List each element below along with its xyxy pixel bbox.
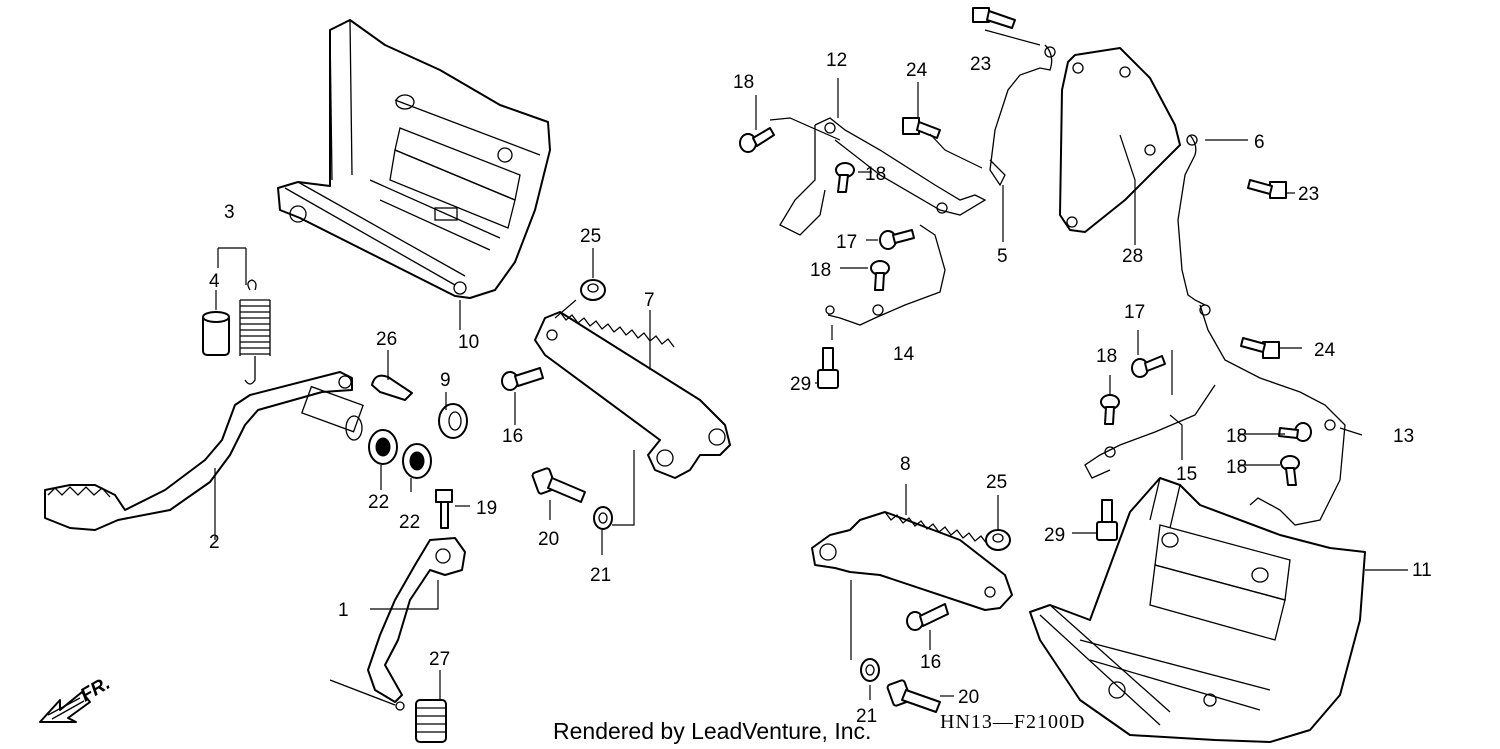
part-20-bolt-b (886, 679, 941, 713)
part-14-bracket (825, 224, 946, 326)
part-23-bolt-b (1247, 179, 1287, 199)
part-7-footpeg (534, 311, 731, 479)
callout-9: 9 (440, 370, 451, 391)
part-16-screw-b (906, 603, 949, 631)
callout-16a: 16 (502, 426, 523, 447)
part-20-bolt-a (531, 467, 586, 503)
callout-10: 10 (458, 332, 479, 353)
callout-22b: 22 (399, 512, 420, 533)
callout-12: 12 (826, 50, 847, 71)
part-18-screw-e (1278, 422, 1312, 442)
callout-28: 28 (1122, 246, 1143, 267)
part-11-guard (1029, 477, 1366, 743)
callout-16b: 16 (920, 652, 941, 673)
callout-18f: 18 (1226, 457, 1247, 478)
callout-24b: 24 (1314, 340, 1336, 361)
part-2-brake-pedal (44, 371, 364, 531)
diagram-code: HN13—F2100D (940, 711, 1085, 733)
part-25-nut-b (985, 529, 1011, 551)
callout-15: 15 (1176, 464, 1197, 485)
leader-lines (214, 29, 1408, 700)
part-16-screw-a (501, 367, 544, 391)
callout-17b: 17 (1124, 302, 1145, 323)
callout-21a: 21 (590, 565, 611, 586)
part-17-screw-a (879, 229, 915, 250)
part-26-pin (371, 374, 413, 401)
part-18-screw-f (1280, 455, 1300, 486)
part-29-bolt-b (1096, 499, 1118, 541)
part-18-screw-b (835, 162, 855, 193)
callout-4: 4 (209, 271, 220, 292)
callout-20a: 20 (538, 529, 559, 550)
callout-17a: 17 (836, 232, 857, 253)
part-24-bolt-a (902, 117, 941, 139)
callout-8: 8 (900, 454, 911, 475)
part-23-bolt-a (972, 7, 1016, 29)
callout-20b: 20 (958, 687, 979, 708)
callout-labels: 1 2 3 4 5 6 7 8 9 10 11 12 13 14 15 16 1… (209, 50, 1432, 727)
callout-2: 2 (209, 532, 220, 553)
callout-23b: 23 (1298, 184, 1319, 205)
callout-26: 26 (376, 329, 397, 350)
part-27-rubber (415, 699, 447, 743)
front-direction-arrow-icon (39, 691, 91, 723)
part-24-bolt-b (1240, 337, 1280, 359)
callout-14: 14 (893, 344, 915, 365)
part-9-washer (438, 403, 468, 439)
part-13-bracket (1199, 304, 1346, 526)
callout-27: 27 (429, 649, 450, 670)
part-18-screw-a (739, 127, 775, 153)
callout-7: 7 (644, 290, 655, 311)
part-8-footpeg (811, 511, 1013, 611)
callout-11: 11 (1412, 560, 1432, 581)
part-6-wire (1177, 134, 1211, 316)
part-12-bracket (779, 117, 987, 236)
callout-23a: 23 (970, 54, 991, 75)
callout-6: 6 (1254, 132, 1265, 153)
callout-29a: 29 (790, 374, 811, 395)
part-21-washer-a (593, 506, 613, 530)
callout-19: 19 (476, 498, 497, 519)
part-1-shift-lever (329, 537, 466, 711)
callout-24a: 24 (906, 60, 928, 81)
part-19-bolt (435, 489, 453, 529)
callout-3: 3 (224, 202, 235, 223)
part-28-plate (1059, 47, 1181, 233)
callout-29b: 29 (1044, 525, 1065, 546)
callout-18e: 18 (1226, 426, 1247, 447)
part-21-washer-b (860, 658, 880, 682)
part-10-guard (277, 19, 551, 299)
callout-18b: 18 (865, 164, 886, 185)
callout-25b: 25 (986, 472, 1007, 493)
part-29-bolt-a (817, 347, 839, 389)
callout-5: 5 (997, 246, 1008, 267)
callout-18c: 18 (810, 260, 831, 281)
callout-22a: 22 (368, 492, 389, 513)
callout-13: 13 (1393, 426, 1414, 447)
part-18-screw-c (870, 260, 890, 291)
part-22-seal-a (368, 429, 398, 465)
footer-credit: Rendered by LeadVenture, Inc. (553, 718, 871, 744)
callout-18d: 18 (1096, 346, 1117, 367)
part-17-screw-b (1131, 355, 1166, 378)
part-15-bracket (1084, 384, 1216, 479)
part-22-seal-b (402, 443, 432, 479)
callout-25a: 25 (580, 226, 601, 247)
part-4-collar (202, 311, 230, 356)
part-5-wire (989, 44, 1056, 187)
callout-1: 1 (338, 600, 349, 621)
callout-21b: 21 (856, 706, 877, 727)
part-18-screw-d (1100, 394, 1120, 425)
part-3-spring (239, 279, 271, 385)
part-25-nut-a (580, 279, 606, 301)
callout-18a: 18 (733, 72, 754, 93)
